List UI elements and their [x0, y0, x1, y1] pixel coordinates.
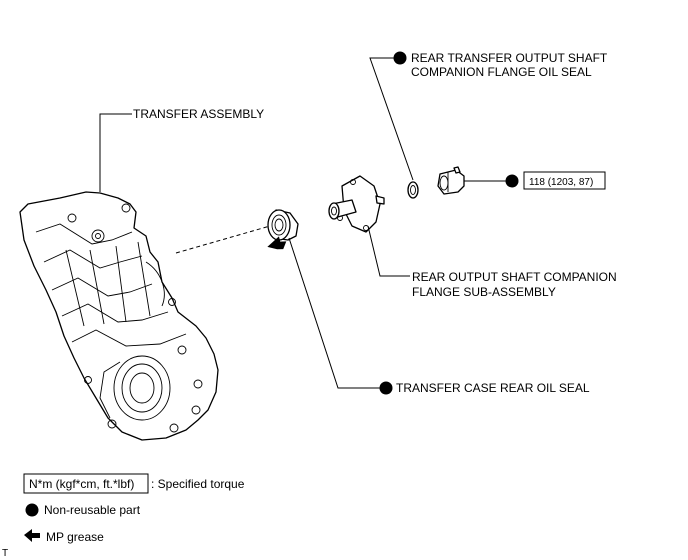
legend-non-reusable-label: Non-reusable part: [44, 503, 141, 517]
torque-value: 118 (1203, 87): [529, 177, 593, 188]
legend-torque-desc: : Specified torque: [151, 477, 245, 491]
case-seal-leader: [288, 237, 380, 389]
flange-nut-drawing: [437, 166, 465, 195]
flange-leader: [367, 225, 410, 277]
legend-torque-units: N*m (kgf*cm, ft.*lbf): [29, 477, 134, 491]
transfer-assembly-drawing: [19, 191, 219, 441]
non-reusable-dot-icon-3: [505, 174, 519, 188]
oil-seal-leader: [369, 57, 414, 181]
flange-label-line1: REAR OUTPUT SHAFT COMPANION: [412, 270, 617, 284]
non-reusable-dot-icon: [379, 381, 393, 395]
companion-flange-oil-seal-drawing: [407, 181, 419, 199]
mp-grease-arrow-icon: [267, 236, 287, 250]
legend-non-reusable-icon: [25, 503, 39, 517]
oil-seal-label-line1: REAR TRANSFER OUTPUT SHAFT: [411, 51, 608, 65]
transfer-assembly-leader: [99, 113, 132, 192]
non-reusable-dot-icon-2: [393, 51, 407, 65]
transfer-assembly-label: TRANSFER ASSEMBLY: [133, 107, 264, 121]
case-seal-label: TRANSFER CASE REAR OIL SEAL: [396, 381, 590, 395]
oil-seal-label-line2: COMPANION FLANGE OIL SEAL: [411, 65, 592, 79]
corner-mark: T: [2, 548, 8, 559]
flange-label-line2: FLANGE SUB-ASSEMBLY: [412, 285, 556, 299]
transfer-case-rear-oil-seal-drawing: [267, 209, 299, 241]
legend-torque-box: [23, 473, 149, 494]
alignment-dashed-line: [175, 225, 271, 254]
legend-mp-grease-label: MP grease: [46, 530, 104, 544]
torque-value-box: [523, 171, 606, 190]
legend: N*m (kgf*cm, ft.*lbf) : Specified torque…: [23, 473, 245, 544]
companion-flange-drawing: [328, 175, 385, 233]
legend-mp-grease-arrow-icon: [24, 529, 40, 542]
